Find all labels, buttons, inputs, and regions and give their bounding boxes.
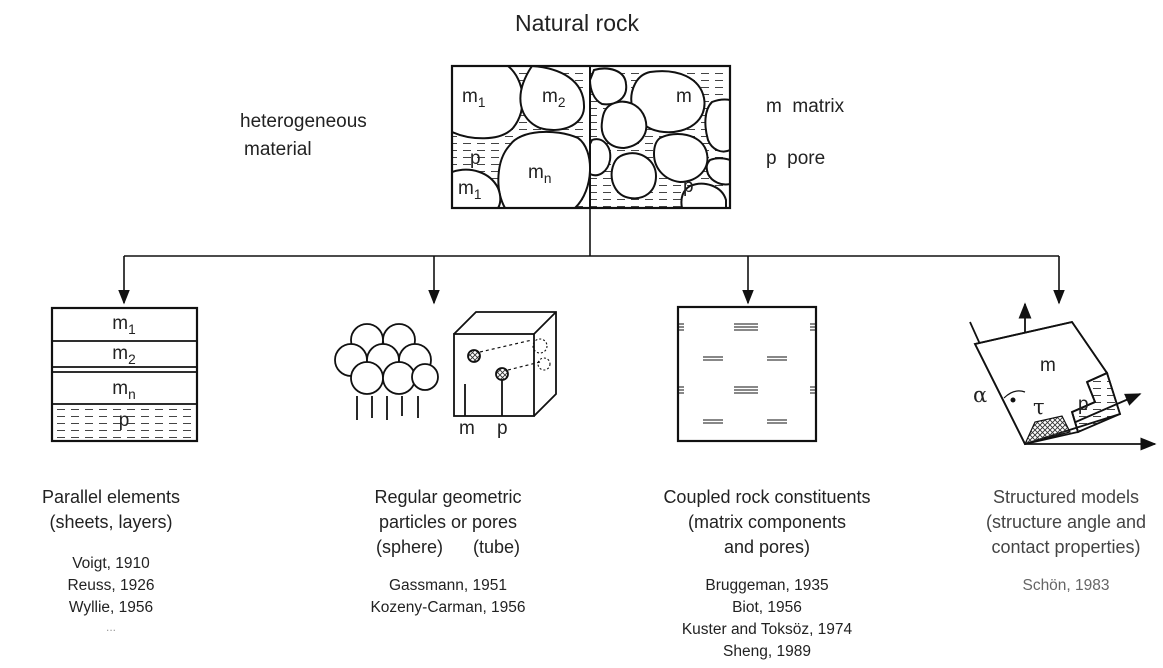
structured-figure [969, 302, 1157, 451]
heterogeneous-label-line1: heterogeneous [240, 111, 367, 132]
rock-label-m2: m2 [542, 86, 566, 110]
parallel-heading: Parallel elements (sheets, layers) [41, 487, 181, 532]
rock-label-m-right: m [676, 86, 692, 107]
legend-text-matrix: matrix [792, 96, 845, 117]
rock-label-m1-bottom: m1 [458, 178, 482, 202]
layer-label-m2: m2 [112, 343, 136, 367]
layer-label-p: p [118, 410, 130, 431]
grain-m-right [630, 70, 706, 134]
rock-label-p: p [470, 148, 481, 169]
coupled-refs: Bruggeman, 1935 Biot, 1956 Kuster and To… [681, 577, 853, 660]
tau-label: τ [1033, 395, 1045, 419]
page-title: Natural rock [515, 10, 639, 36]
heterogeneous-label-line2: material [244, 139, 312, 160]
coupled-figure [676, 305, 818, 443]
heterogeneous-label: heterogeneous material [240, 108, 367, 164]
legend-symbol-m: m [766, 96, 782, 117]
grain-m1-top [452, 66, 524, 140]
connector-tree [118, 208, 1065, 305]
legend-matrix: m matrix [766, 96, 844, 118]
rock-label-m1-top: m1 [462, 86, 486, 110]
structured-label-m: m [1040, 355, 1056, 376]
tube-label-m: m [459, 418, 475, 439]
layer-label-m1: m1 [112, 313, 136, 337]
sphere-packing-figure [334, 323, 439, 420]
parallel-layers-figure [50, 306, 199, 443]
legend-symbol-p: p [766, 148, 777, 169]
legend-pore: p pore [766, 148, 825, 170]
rock-label-p-right: p [683, 176, 694, 197]
rock-label-mn: mn [528, 162, 552, 186]
parallel-refs: Voigt, 1910 Reuss, 1926 Wyllie, 1956 ... [67, 555, 155, 634]
grain-m2 [519, 66, 586, 131]
geometric-heading: Regular geometric particles or pores (sp… [374, 487, 522, 557]
structured-label-p: p [1078, 394, 1089, 415]
alpha-label: α [973, 383, 988, 407]
structured-refs: Schön, 1983 [1022, 577, 1110, 594]
tube-label-p: p [497, 418, 508, 439]
layer-label-mn: mn [112, 378, 136, 402]
legend-text-pore: pore [787, 148, 826, 169]
tube-cube-figure [453, 311, 557, 417]
structured-heading: Structured models (structure angle and c… [985, 487, 1147, 557]
geometric-refs: Gassmann, 1951 Kozeny-Carman, 1956 [370, 577, 526, 616]
coupled-heading: Coupled rock constituents (matrix compon… [663, 487, 871, 557]
